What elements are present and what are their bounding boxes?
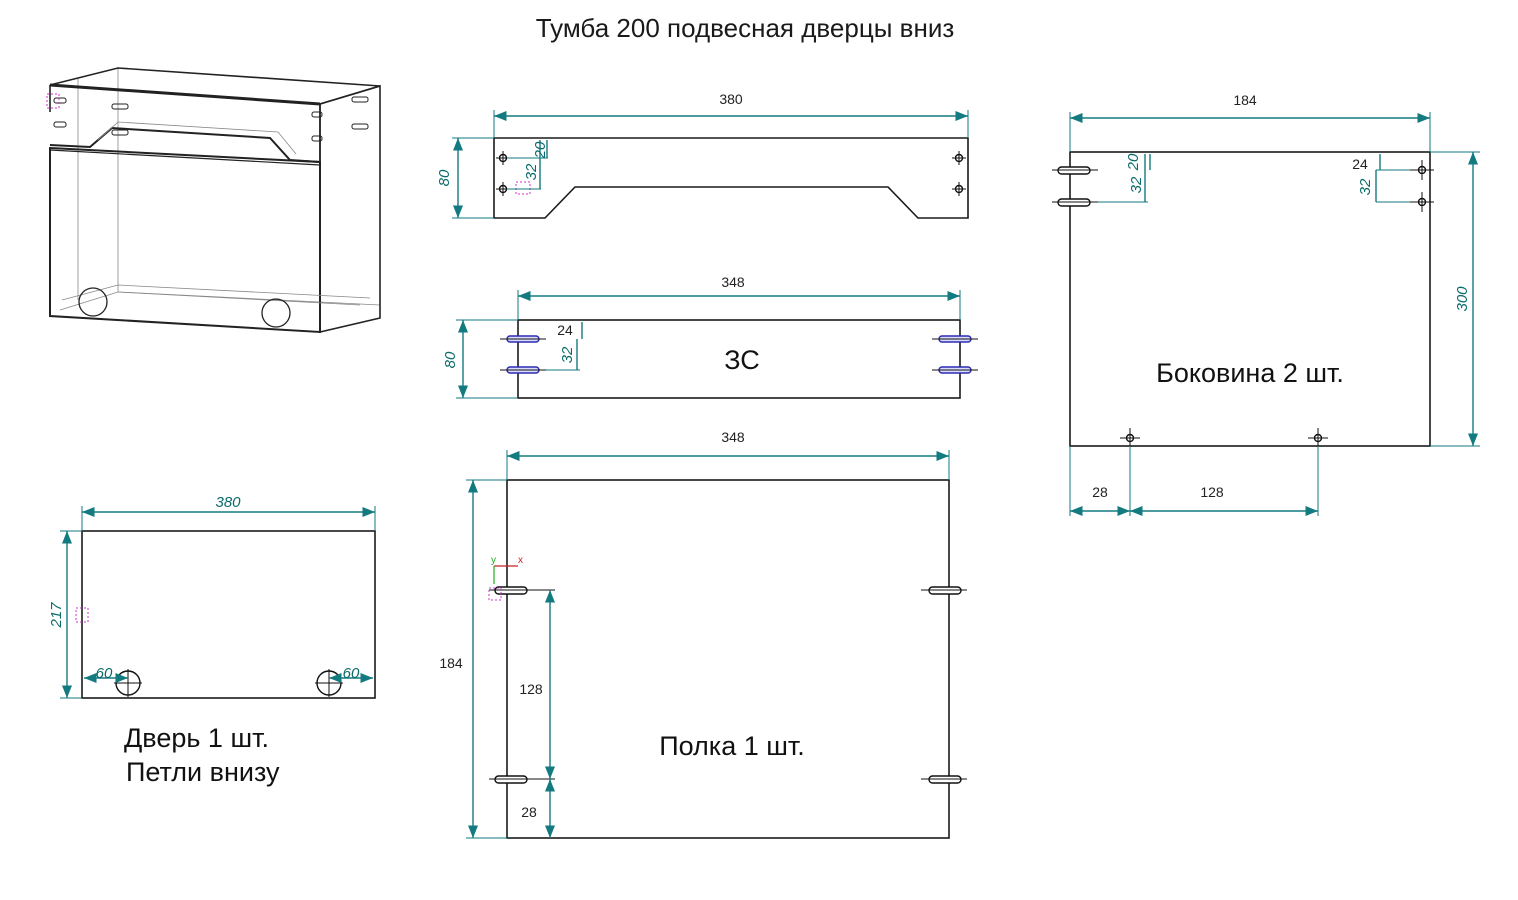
door-hinge-right-dim: 60 <box>343 665 360 682</box>
back-panel-width-dim: 348 <box>721 274 745 290</box>
back-panel-height-dim: 80 <box>442 351 459 368</box>
back-panel-edge-dim-32: 32 <box>559 346 576 363</box>
side-panel-label: Боковина 2 шт. <box>1156 358 1344 388</box>
door-hinge-left-dim: 60 <box>96 665 113 682</box>
top-panel-height-dim: 80 <box>436 169 453 186</box>
side-panel-edge-dim-20-left: 20 <box>1125 153 1142 171</box>
door-label-line2: Петли внизу <box>126 757 280 787</box>
side-panel-width-dim: 184 <box>1233 92 1257 108</box>
shelf-offset-dim: 28 <box>521 804 537 820</box>
shelf-spacing-dim: 128 <box>519 681 543 697</box>
shelf-drawing: x y Полка 1 шт. 348 184 128 28 <box>439 429 967 839</box>
shelf-axis-x-label: x <box>518 555 523 566</box>
side-panel-bottom-spacing-dim: 128 <box>1200 484 1224 500</box>
door-height-dim: 217 <box>48 602 65 629</box>
side-panel-edge-dim-32-left: 32 <box>1128 176 1145 193</box>
shelf-axis-y-label: y <box>491 555 496 566</box>
back-panel-edge-dim-24: 24 <box>557 322 573 338</box>
top-panel-edge-dim-20: 20 <box>532 141 549 159</box>
back-panel-drawing: ЗС 348 80 24 32 <box>442 274 978 399</box>
top-panel-drawing: 380 80 32 20 <box>436 91 969 219</box>
side-panel-bottom-offset-dim: 28 <box>1092 484 1108 500</box>
cabinet-isometric-view <box>46 67 381 334</box>
door-drawing: 380 217 60 60 Дверь 1 шт. Петли внизу <box>48 494 376 787</box>
shelf-height-dim: 184 <box>439 655 463 671</box>
side-panel-edge-dim-24-right: 24 <box>1352 156 1368 172</box>
shelf-width-dim: 348 <box>721 429 745 445</box>
door-width-dim: 380 <box>215 494 241 511</box>
top-panel-edge-dim-32: 32 <box>523 163 540 180</box>
side-panel-drawing: Боковина 2 шт. 184 300 32 20 24 32 28 12… <box>1052 92 1480 517</box>
side-panel-height-dim: 300 <box>1454 286 1471 312</box>
door-label-line1: Дверь 1 шт. <box>124 723 269 753</box>
drawing-title: Тумба 200 подвесная дверцы вниз <box>536 13 955 43</box>
shelf-label: Полка 1 шт. <box>659 731 805 761</box>
side-panel-edge-dim-32-right: 32 <box>1357 178 1374 195</box>
top-panel-width-dim: 380 <box>719 91 743 107</box>
back-panel-name: ЗС <box>724 345 760 375</box>
